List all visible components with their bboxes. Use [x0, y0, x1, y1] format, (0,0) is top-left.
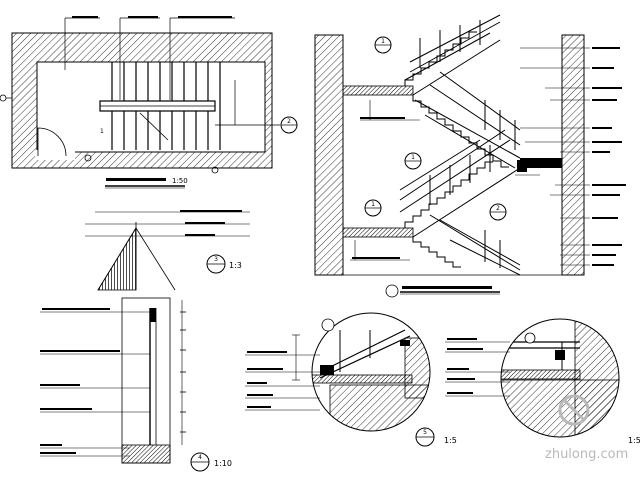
detail-4-base: [121, 444, 171, 464]
flight-1: [404, 14, 501, 96]
plan-arrow: [139, 112, 169, 141]
callout-3: 3: [206, 254, 226, 274]
plan-label-marks: [72, 16, 232, 18]
detail-5-nosing: [320, 365, 334, 375]
detail-5-leaders: [245, 354, 320, 411]
axis-bubble: [0, 94, 7, 102]
balusters: [419, 20, 516, 268]
stair-plan: 1 2 1:50: [0, 16, 298, 189]
section-title-bubble: [385, 284, 399, 298]
flight-3: [399, 129, 521, 238]
callout-6: [524, 332, 536, 344]
section-right-label-marks: [592, 47, 626, 266]
detail-3: 3 1:3: [85, 210, 250, 291]
detail-3-label-mark: [185, 234, 215, 236]
detail-5-riser: [404, 337, 430, 399]
callout-2: 2: [280, 116, 298, 134]
detail-3-scale: 1:3: [229, 261, 242, 270]
callout-number: 1: [371, 201, 375, 208]
door-swing: [37, 127, 67, 157]
detail-3-label-mark: [185, 222, 225, 224]
callout-5-title: 5: [415, 427, 435, 447]
detail-5-label-marks: [247, 351, 287, 408]
detail-6-label-marks: [447, 338, 483, 394]
callout-number: 4: [198, 454, 202, 461]
watermark-logo: [558, 394, 590, 426]
callout-2: 2: [489, 203, 507, 221]
section-right-wall: [561, 34, 585, 276]
stair-section: 1 1 1 2: [314, 14, 626, 298]
landing-slab: [520, 158, 562, 168]
detail-6-finish: [501, 369, 581, 380]
detail-5-scale: 1:5: [444, 436, 457, 445]
plan-note: 1: [100, 128, 104, 135]
callout-5: [321, 318, 335, 332]
callout-1: 1: [364, 199, 382, 217]
plan-scale: 1:50: [172, 177, 188, 185]
detail-4-leaders: [40, 311, 150, 457]
detail-4-label-marks: [40, 308, 120, 454]
handrail-bracket: [517, 160, 527, 172]
callout-number: 3: [214, 256, 218, 263]
flight-2: [412, 71, 521, 169]
detail-4-dims: [180, 311, 186, 433]
detail-5: 5 1:5: [245, 312, 457, 447]
detail-4-frame: [121, 297, 171, 464]
callout-number: 1: [411, 154, 415, 161]
detail-6: 1:5: [445, 318, 640, 445]
flight-4: [412, 214, 521, 276]
landing: [342, 85, 414, 96]
detail-6-anchor: [555, 350, 565, 360]
callout-4: 4: [190, 452, 210, 472]
landing: [342, 227, 414, 238]
callout-number: 1: [381, 38, 385, 45]
door-opening: [35, 150, 75, 160]
callout-1: 1: [374, 36, 392, 54]
section-right-leaders: [520, 47, 590, 266]
detail-4-scale: 1:10: [214, 459, 232, 468]
detail-6-leaders: [445, 341, 510, 397]
detail-4: 4 1:10: [40, 297, 232, 472]
section-left-label-marks: [352, 117, 405, 259]
axis-bubble: [211, 166, 219, 174]
section-left-wall: [314, 34, 344, 276]
section-left-leaders: [350, 100, 540, 261]
watermark-text: zhulong.com: [545, 447, 628, 462]
detail-6-scale: 1:5: [628, 436, 640, 445]
section-title-mark: [402, 286, 492, 289]
callout-number: 2: [496, 205, 500, 212]
plan-title-mark: [106, 178, 166, 181]
detail-3-label-mark: [180, 210, 242, 212]
callout-number: 5: [423, 429, 427, 436]
callout-1: 1: [404, 152, 422, 170]
callout-number: 2: [287, 118, 291, 125]
detail-4-cap: [150, 308, 156, 322]
axis-bubble: [84, 154, 92, 162]
watermark: zhulong.com: [545, 394, 628, 462]
detail-5-tread: [312, 374, 413, 384]
